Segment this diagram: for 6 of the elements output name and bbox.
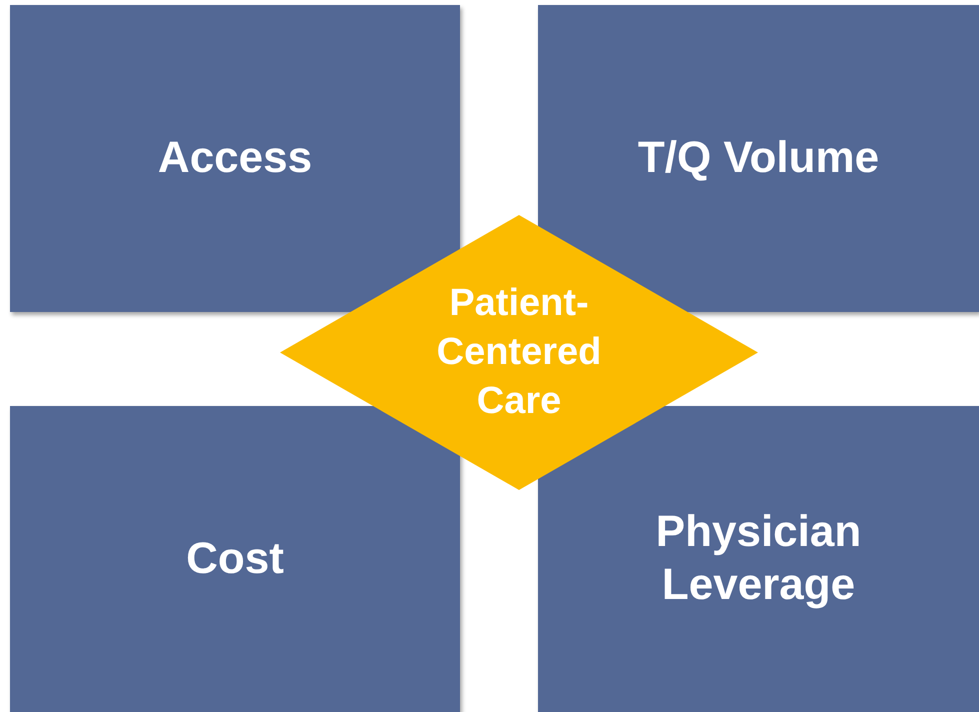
box-label: Cost [186, 532, 284, 585]
box-label: T/Q Volume [638, 132, 880, 184]
category-box [10, 406, 460, 712]
box-label: Physician Leverage [654, 506, 862, 611]
box-label: Access [158, 132, 312, 184]
box-label: Patient-Centered Care [436, 280, 602, 424]
